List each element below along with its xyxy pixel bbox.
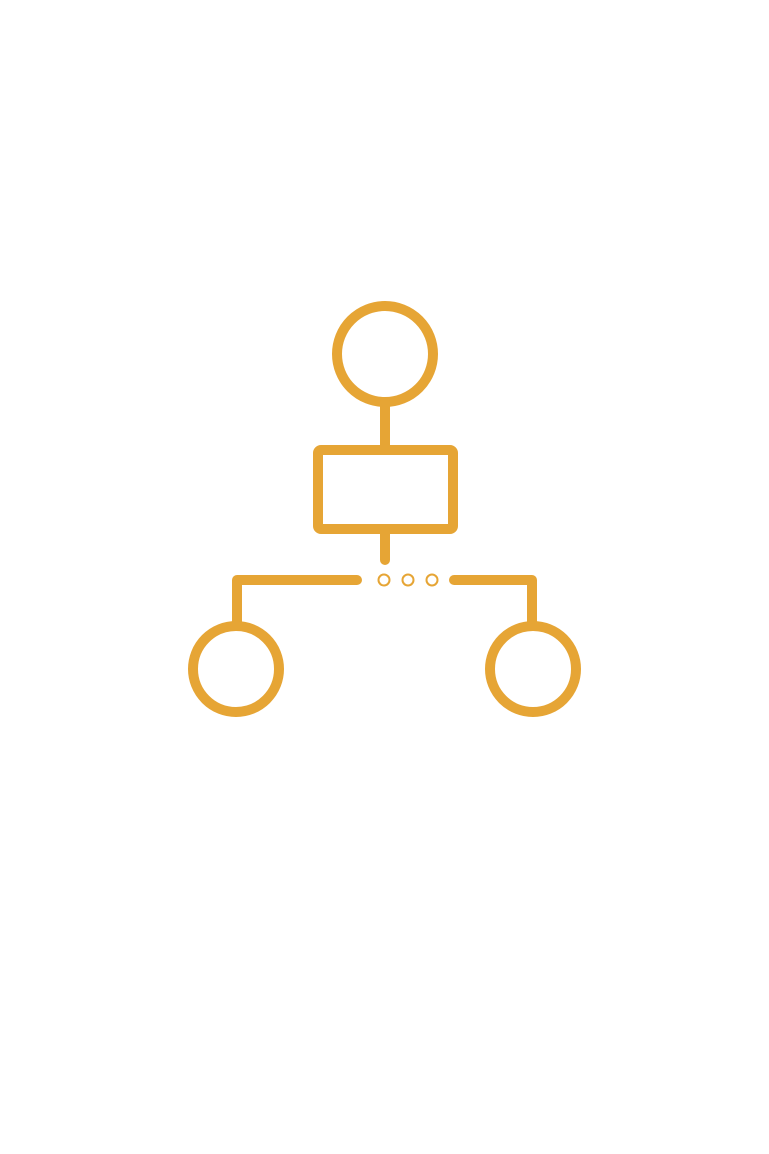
top-node-circle: [332, 301, 438, 407]
bottom-right-node-circle: [485, 621, 581, 717]
bottom-left-node-circle: [188, 621, 284, 717]
gap-dot-2: [401, 573, 415, 587]
middle-node-box: [313, 445, 458, 534]
left-branch-line: [232, 575, 362, 629]
gap-dot-1: [377, 573, 391, 587]
right-branch-line: [449, 575, 537, 629]
gap-dot-3: [425, 573, 439, 587]
